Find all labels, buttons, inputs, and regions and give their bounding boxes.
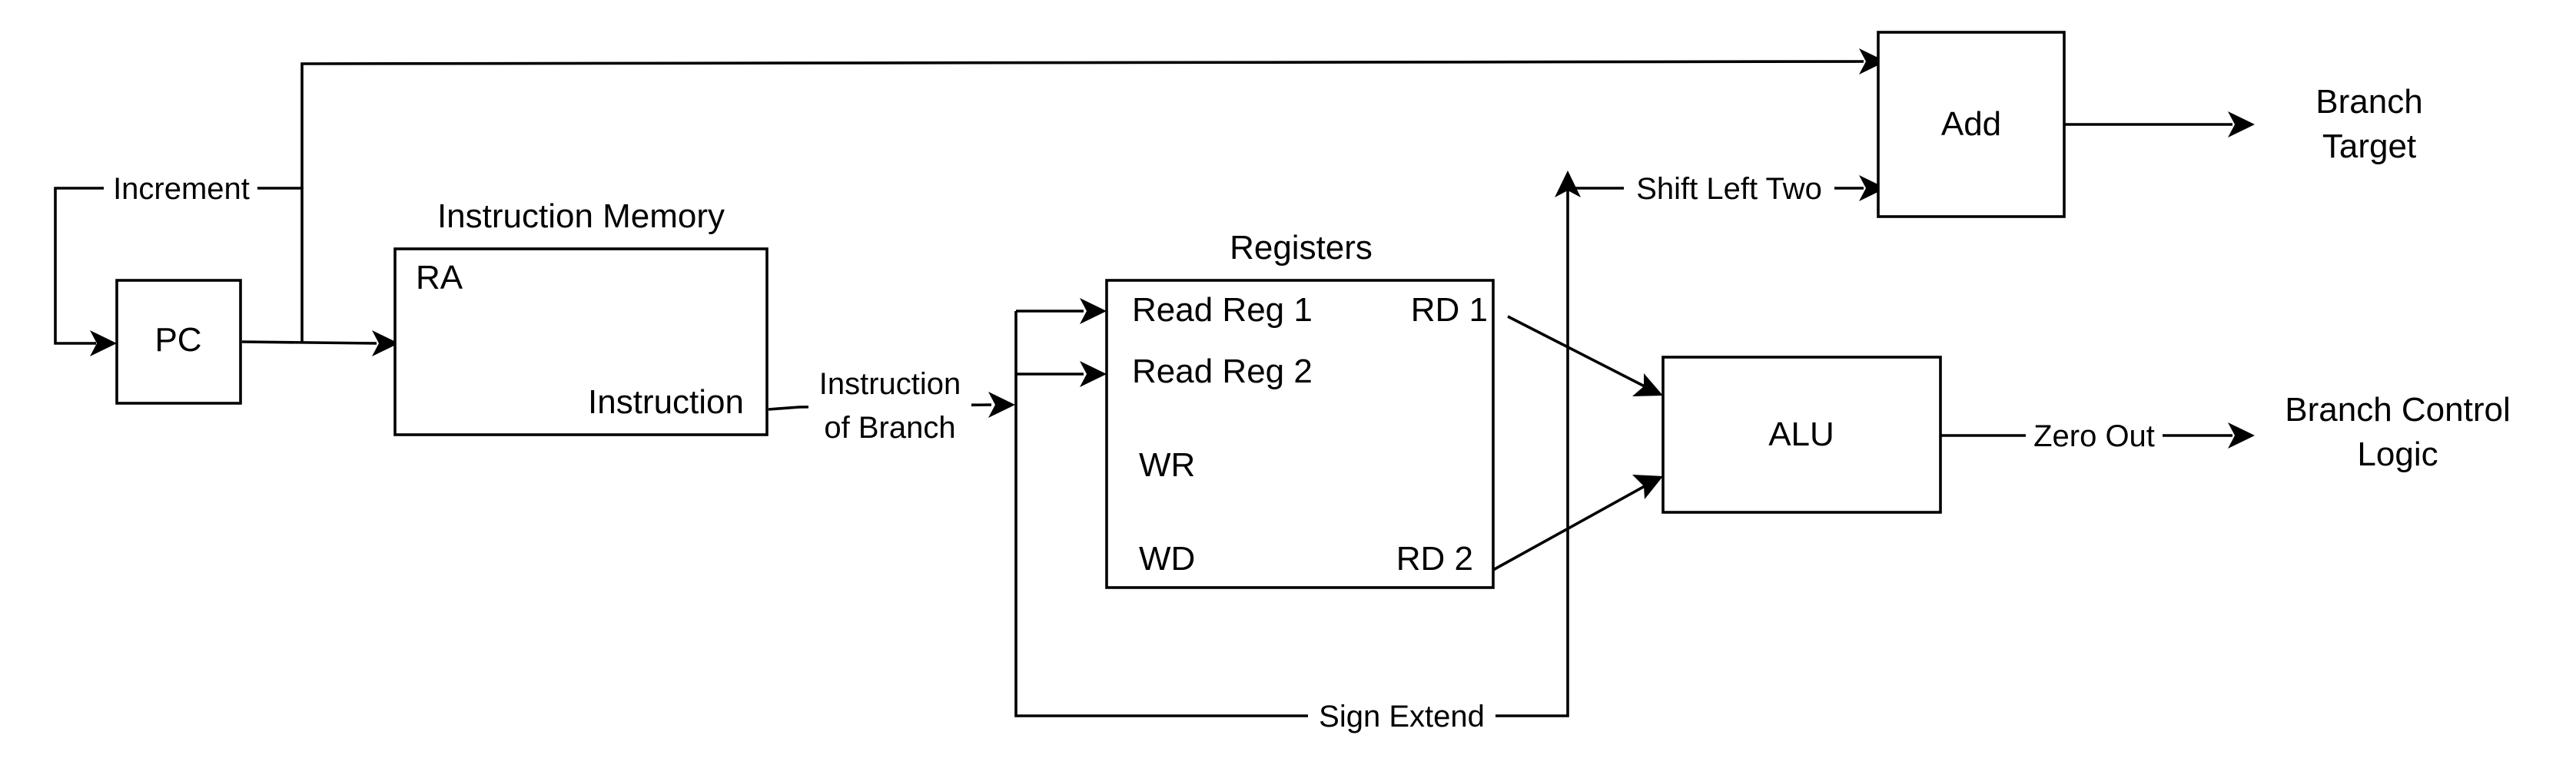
instruction-of-branch-label-line1: Instruction [819, 367, 961, 401]
instruction-memory-title: Instruction Memory [437, 197, 725, 235]
wire-pc-to-imem [241, 340, 377, 345]
wire-pc-to-add [300, 60, 1864, 188]
arrowhead-read-reg-1 [1080, 298, 1107, 324]
branch-control-line1: Branch Control [2285, 391, 2510, 429]
instruction-of-branch-label-bg [808, 367, 971, 449]
arrowhead-alu-bottom [1632, 475, 1663, 499]
add-box [1877, 31, 2066, 218]
imem-port-ra: RA [416, 259, 463, 296]
arrowhead-branch-control [2228, 422, 2255, 449]
alu-box [1661, 356, 1942, 514]
branch-target-line2: Target [2322, 128, 2416, 165]
pc-label: PC [154, 321, 201, 359]
increment-label: Increment [113, 172, 250, 206]
arrowhead-add-top [1859, 48, 1886, 75]
branch-control-line2: Logic [2357, 435, 2438, 473]
instruction-memory-box [393, 247, 768, 436]
imem-port-instruction: Instruction [588, 383, 744, 421]
sign-extend-label-bg [1308, 698, 1495, 734]
registers-box [1105, 279, 1495, 589]
wire-increment-loop [54, 187, 304, 345]
add-label: Add [1941, 105, 2001, 143]
shift-left-two-label: Shift Left Two [1636, 172, 1822, 206]
arrowhead-alu-top [1632, 373, 1663, 396]
reg-port-read-reg-1: Read Reg 1 [1132, 291, 1313, 329]
arrowhead-shift-up [1555, 171, 1581, 197]
arrowhead-branch-target [2228, 111, 2255, 137]
branch-target-line1: Branch [2315, 83, 2422, 121]
arrowhead-add-bottom [1859, 175, 1886, 201]
shift-left-two-label-bg [1624, 171, 1834, 206]
arrowhead-pc-in [90, 330, 117, 356]
alu-label: ALU [1768, 416, 1834, 453]
arrowhead-imem-ra [372, 330, 399, 356]
arrowhead-fanout [988, 392, 1015, 418]
reg-port-rd2: RD 2 [1396, 540, 1473, 578]
pc-box [115, 279, 242, 405]
increment-label-bg [104, 171, 257, 206]
reg-port-wr: WR [1139, 446, 1195, 484]
zero-out-label-bg [2026, 418, 2163, 453]
reg-port-wd: WD [1139, 540, 1195, 578]
registers-title: Registers [1230, 229, 1373, 267]
reg-port-read-reg-2: Read Reg 2 [1132, 353, 1313, 390]
wire-rd1-to-alu [1507, 315, 1645, 388]
instruction-of-branch-label-line2: of Branch [824, 411, 955, 445]
sign-extend-label: Sign Extend [1319, 700, 1485, 734]
zero-out-label: Zero Out [2033, 419, 2155, 453]
wire-rd2-to-alu [1492, 485, 1645, 571]
arrowhead-read-reg-2 [1080, 361, 1107, 387]
wire-fanout-bus [1014, 190, 1569, 717]
reg-port-rd1: RD 1 [1411, 291, 1488, 329]
